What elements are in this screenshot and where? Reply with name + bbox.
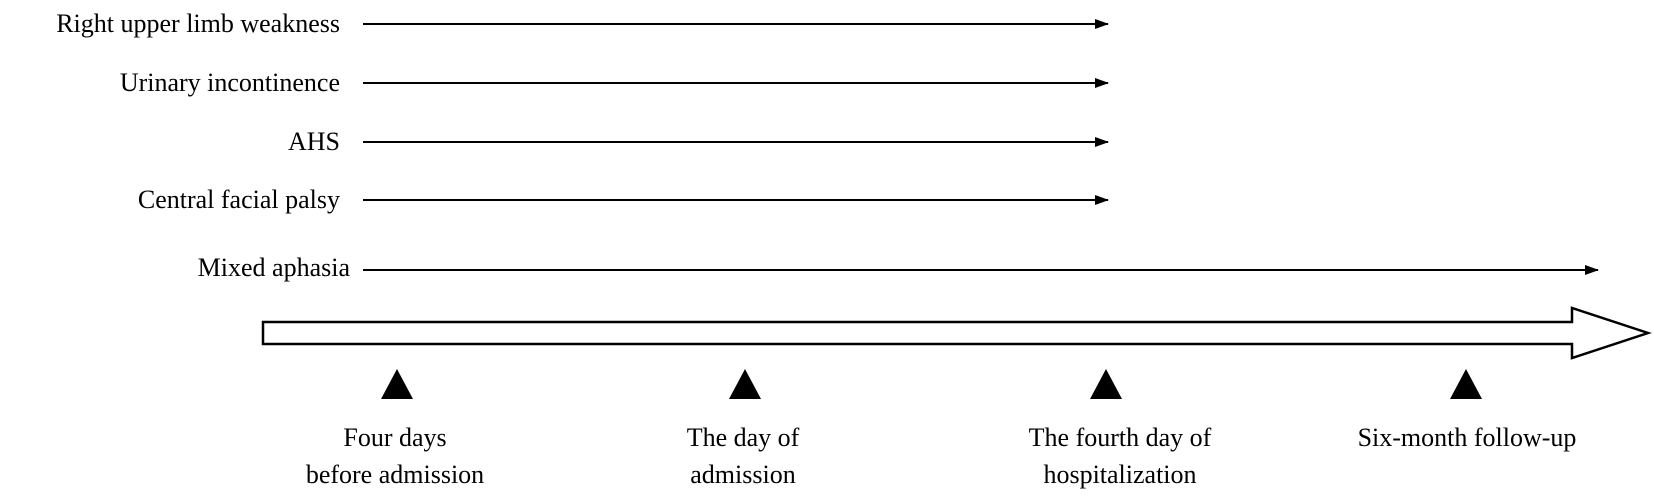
timepoint-4: Six-month follow-up: [1358, 369, 1577, 452]
symptom-row-5: Mixed aphasia: [198, 253, 1599, 282]
timepoint-2: The day of admission: [687, 369, 800, 489]
symptom-label: AHS: [288, 127, 340, 156]
timepoint-label-line1: The day of: [687, 423, 800, 452]
symptom-label: Central facial palsy: [138, 185, 340, 214]
symptom-label: Right upper limb weakness: [56, 9, 340, 38]
symptom-row-1: Right upper limb weakness: [56, 9, 1109, 38]
timepoint-label-line2: hospitalization: [1043, 460, 1196, 489]
triangle-marker-icon: [1450, 369, 1482, 399]
timepoint-label-line1: Six-month follow-up: [1358, 423, 1577, 452]
symptom-row-4: Central facial palsy: [138, 185, 1109, 214]
triangle-marker-icon: [1090, 369, 1122, 399]
triangle-marker-icon: [729, 369, 761, 399]
symptom-row-3: AHS: [288, 127, 1109, 156]
timeline-arrow: [261, 306, 1653, 360]
timepoint-label-line2: before admission: [306, 460, 484, 489]
symptom-label: Urinary incontinence: [120, 68, 340, 97]
timepoint-3: The fourth day of hospitalization: [1029, 369, 1212, 489]
symptom-label: Mixed aphasia: [198, 253, 351, 282]
timepoint-label-line1: Four days: [343, 423, 446, 452]
triangle-marker-icon: [381, 369, 413, 399]
timepoint-label-line1: The fourth day of: [1029, 423, 1212, 452]
symptom-row-2: Urinary incontinence: [120, 68, 1109, 97]
timepoint-1: Four days before admission: [306, 369, 484, 489]
timepoint-label-line2: admission: [690, 460, 795, 489]
